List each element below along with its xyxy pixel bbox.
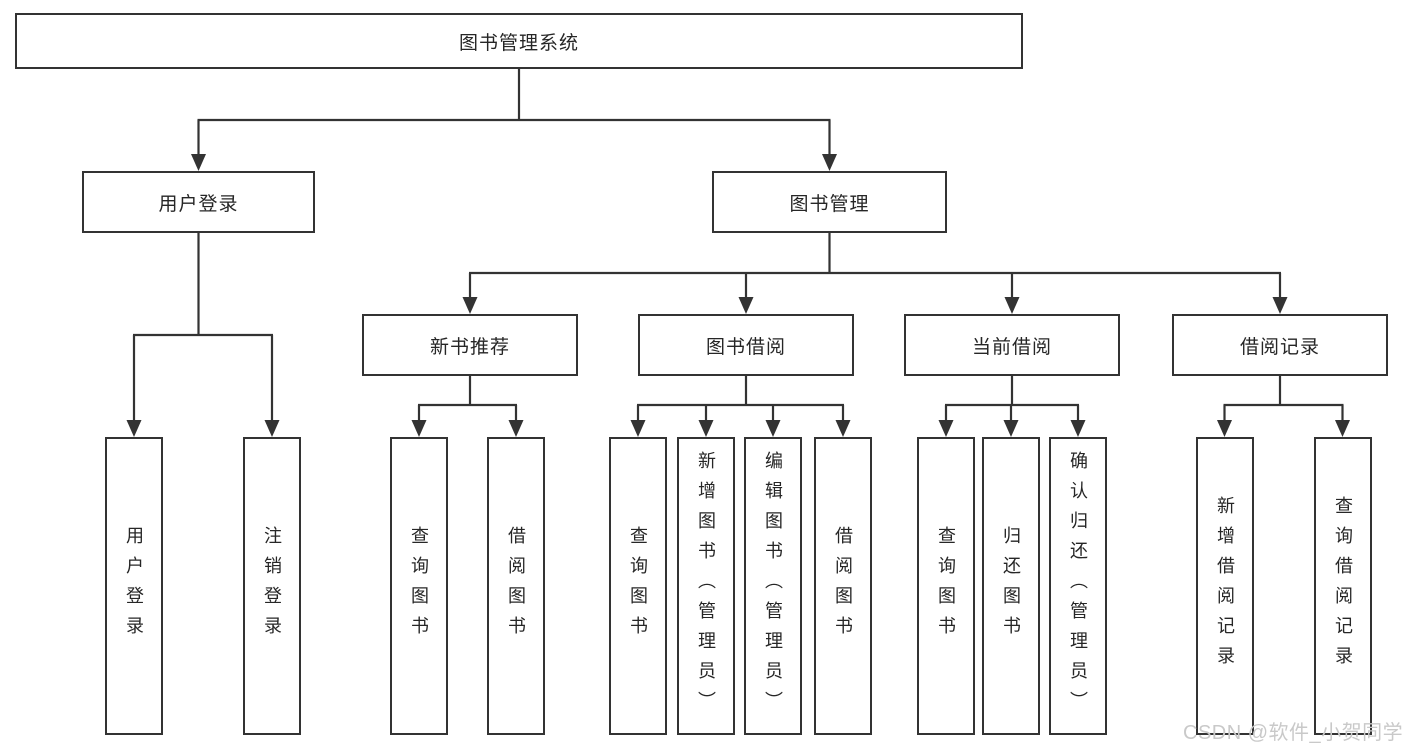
leaf-query-books-borrow: 查询图书	[609, 437, 667, 735]
leaf-return-books: 归还图书	[982, 437, 1040, 735]
node-root-system: 图书管理系统	[15, 13, 1023, 69]
leaf-borrow-books: 借阅图书	[814, 437, 872, 735]
node-label: 图书借阅	[705, 336, 786, 358]
leaf-query-borrow-record: 查询借阅记录	[1314, 437, 1372, 735]
leaf-confirm-return-admin: 确认归还（管理员）	[1049, 437, 1107, 735]
leaf-label: 用户登录	[124, 526, 144, 646]
node-new-book-recommend: 新书推荐	[362, 314, 578, 376]
node-label: 新书推荐	[429, 336, 510, 358]
node-label: 用户登录	[158, 193, 239, 215]
node-label: 当前借阅	[971, 336, 1052, 358]
node-label: 借阅记录	[1239, 336, 1320, 358]
node-user-login-module: 用户登录	[82, 171, 315, 233]
leaf-label: 查询图书	[409, 526, 429, 646]
leaf-label: 确认归还（管理员）	[1068, 451, 1088, 721]
node-book-management-module: 图书管理	[712, 171, 947, 233]
node-book-borrow: 图书借阅	[638, 314, 854, 376]
leaf-label: 查询图书	[936, 526, 956, 646]
leaf-borrow-books-recommend: 借阅图书	[487, 437, 545, 735]
node-label: 图书管理	[789, 193, 870, 215]
node-borrow-records: 借阅记录	[1172, 314, 1388, 376]
leaf-label: 查询借阅记录	[1333, 496, 1353, 676]
leaf-label: 注销登录	[262, 526, 282, 646]
node-current-borrow: 当前借阅	[904, 314, 1120, 376]
leaf-user-login: 用户登录	[105, 437, 163, 735]
leaf-edit-books-admin: 编辑图书（管理员）	[744, 437, 802, 735]
leaf-add-borrow-record: 新增借阅记录	[1196, 437, 1254, 735]
leaf-query-books-recommend: 查询图书	[390, 437, 448, 735]
leaf-label: 查询图书	[628, 526, 648, 646]
leaf-query-books-current: 查询图书	[917, 437, 975, 735]
leaf-label: 借阅图书	[833, 526, 853, 646]
node-root-label: 图书管理系统	[458, 32, 579, 54]
leaf-logout: 注销登录	[243, 437, 301, 735]
leaf-label: 新增借阅记录	[1215, 496, 1235, 676]
leaf-label: 编辑图书（管理员）	[763, 451, 783, 721]
csdn-watermark: CSDN @软件_小贺同学	[1183, 722, 1404, 744]
leaf-add-books-admin: 新增图书（管理员）	[677, 437, 735, 735]
leaf-label: 新增图书（管理员）	[696, 451, 716, 721]
leaf-label: 借阅图书	[506, 526, 526, 646]
leaf-label: 归还图书	[1001, 526, 1021, 646]
